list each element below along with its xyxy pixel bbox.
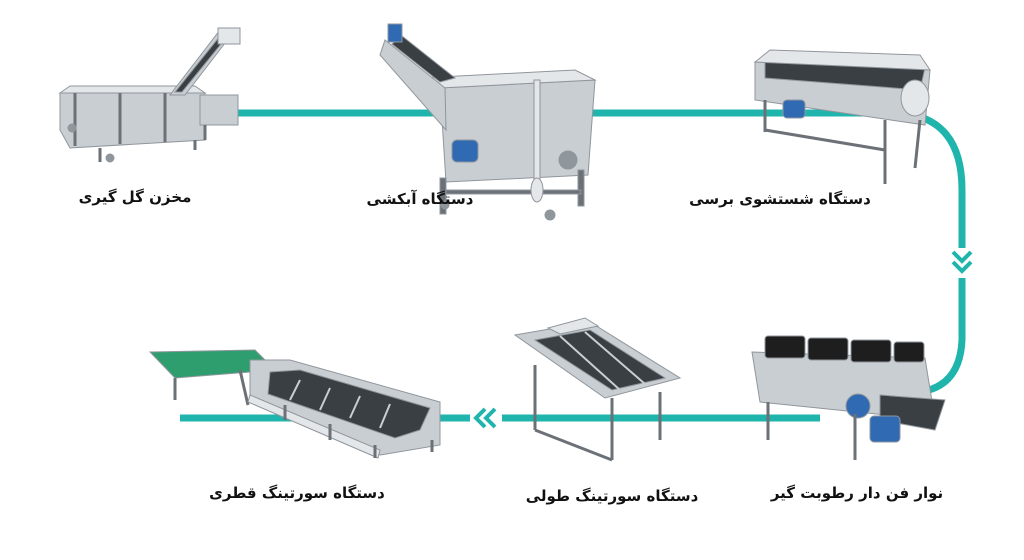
chevron-left-icon <box>470 404 502 432</box>
label-brush-washer: دستگاه شستشوی برسی <box>689 190 871 208</box>
label-hopper: مخزن گل گیری <box>78 188 192 206</box>
label-length-sorter: دستگاه سورتینگ طولی <box>525 487 699 505</box>
length-sorter-machine <box>513 317 682 462</box>
fan-dryer-machine <box>751 335 946 460</box>
water-spray-machine <box>379 23 597 221</box>
label-diameter-sorter: دستگاه سورتینگ قطری <box>209 484 385 502</box>
hopper-machine <box>58 27 241 163</box>
chevron-down-icon <box>948 248 976 278</box>
label-water-spray: دستگاه آبکشی <box>366 190 474 208</box>
label-fan-dryer: نوار فن دار رطوبت گیر <box>770 484 944 502</box>
diameter-sorter-machine <box>148 349 441 459</box>
brush-washer-machine <box>753 49 931 184</box>
